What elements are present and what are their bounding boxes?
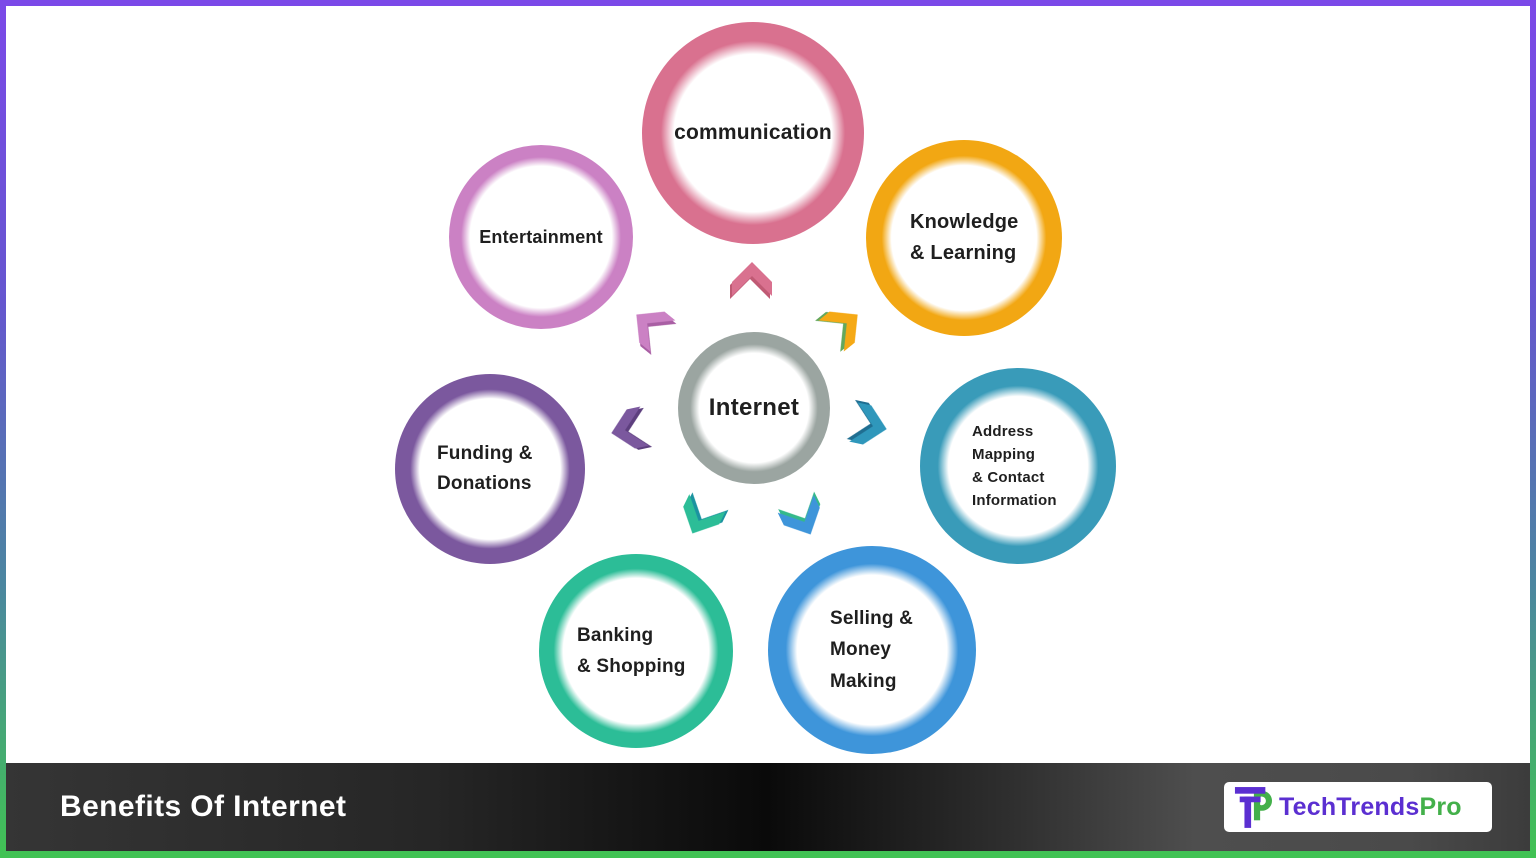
brand-name-accent: Pro: [1419, 792, 1462, 821]
node-selling-money-making-label: Selling & Money Making: [830, 607, 914, 692]
node-address-mapping: Address Mapping & Contact Information: [920, 368, 1116, 564]
node-entertainment-label: Entertainment: [479, 226, 603, 247]
node-knowledge-learning-label: Knowledge & Learning: [910, 211, 1019, 264]
chevron-arrow-communication-icon: [728, 255, 776, 299]
chevron-arrow-knowledge-learning-icon: [814, 292, 878, 357]
node-selling-money-making: Selling & Money Making: [768, 546, 976, 754]
chevron-arrow-banking-shopping-icon: [668, 490, 730, 551]
node-communication-label: communication: [674, 121, 832, 144]
node-funding-donations-label: Funding & Donations: [437, 442, 533, 494]
brand-name-primary: TechTrends: [1279, 792, 1420, 821]
page-title: Benefits Of Internet: [60, 790, 347, 823]
chevron-arrow-selling-money-making-icon: [773, 491, 835, 552]
footer-bar: Benefits Of Internet TechTrendsPro: [6, 763, 1530, 851]
node-address-mapping-label: Address Mapping & Contact Information: [972, 422, 1057, 510]
node-funding-donations: Funding & Donations: [395, 374, 585, 564]
node-knowledge-learning: Knowledge & Learning: [866, 140, 1062, 336]
center-node-label: Internet: [708, 394, 800, 421]
chevron-arrow-funding-donations-icon: [599, 402, 652, 458]
chevron-arrow-entertainment-icon: [616, 292, 680, 357]
node-banking-shopping: Banking & Shopping: [539, 554, 733, 748]
brand-name: TechTrendsPro: [1279, 793, 1462, 822]
brand-logo: TechTrendsPro: [1224, 782, 1492, 832]
node-communication: communication: [642, 22, 864, 244]
node-banking-shopping-label: Banking & Shopping: [577, 624, 686, 677]
diagram-canvas: communication Entertainment Knowledge & …: [6, 6, 1530, 851]
techtrendspro-monogram-icon: [1234, 787, 1272, 828]
node-entertainment: Entertainment: [449, 145, 633, 329]
center-node-internet: Internet: [678, 332, 830, 484]
chevron-arrow-address-mapping-icon: [845, 398, 898, 454]
